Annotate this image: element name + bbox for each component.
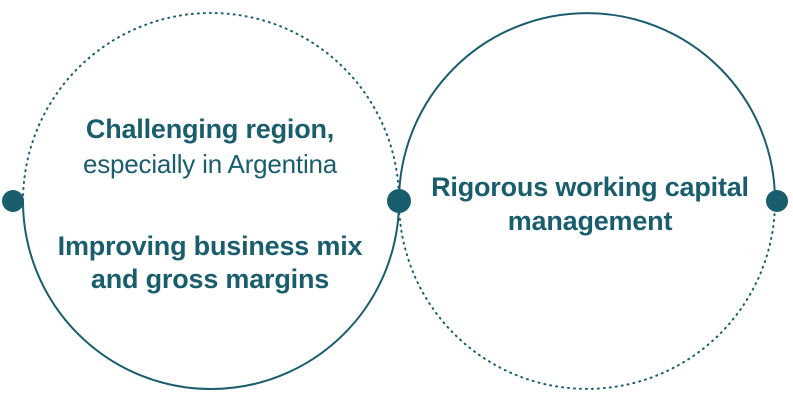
right-junction-dot xyxy=(766,190,788,212)
left-circle-heading: Challenging region, xyxy=(85,114,335,144)
left-circle-solid-arc xyxy=(22,200,400,390)
center-junction-dot xyxy=(387,189,411,213)
right-circle-solid-arc xyxy=(398,12,776,202)
right-circle-dotted-arc xyxy=(398,200,776,390)
right-circle-text: Rigorous working capital management xyxy=(431,172,749,236)
left-circle-dotted-arc xyxy=(22,12,400,202)
left-circle-bottom-text: Improving business mix and gross margins xyxy=(57,231,363,294)
left-circle-subheading: especially in Argentina xyxy=(82,149,338,179)
left-junction-dot xyxy=(2,190,24,212)
